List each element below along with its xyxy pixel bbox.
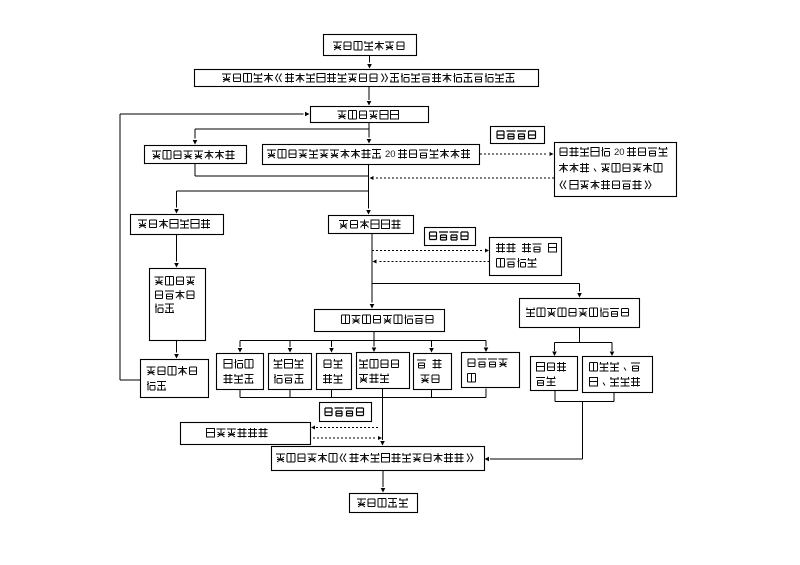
svg-text:20: 20	[614, 147, 625, 158]
svg-text:20: 20	[385, 149, 396, 160]
